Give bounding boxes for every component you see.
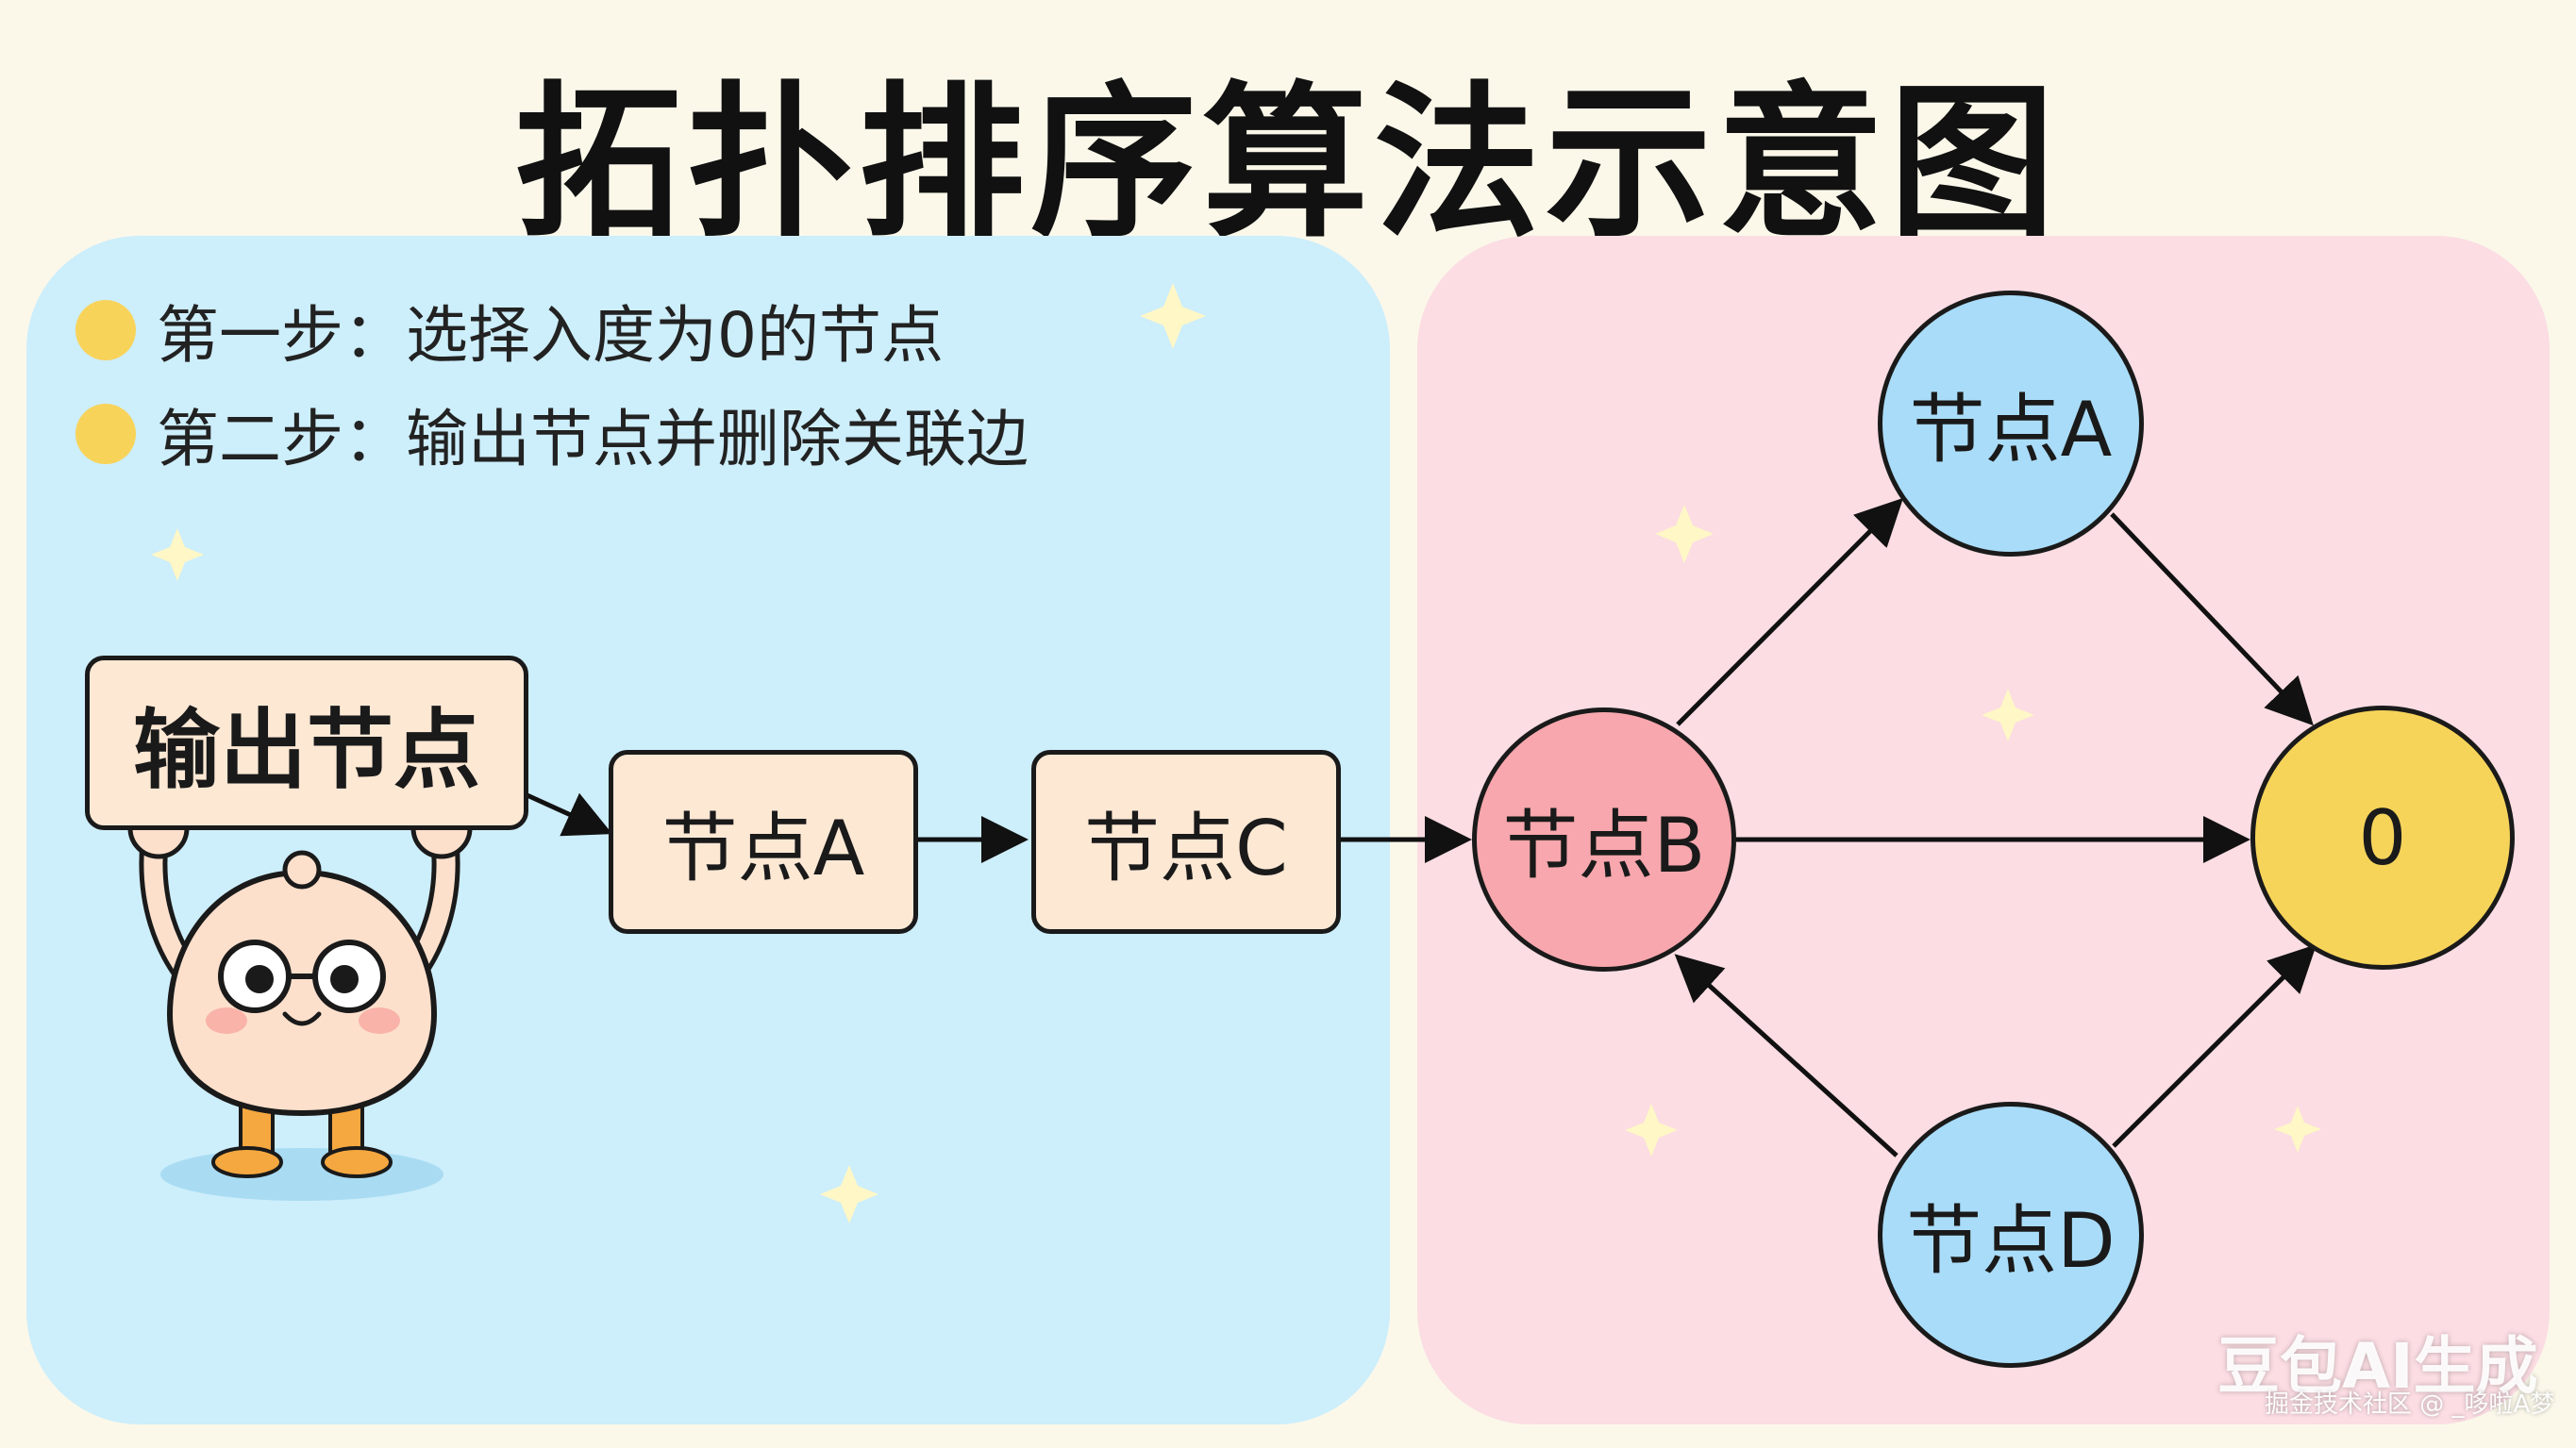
watermark-main: 豆包AI生成 xyxy=(2217,1330,2538,1403)
step-one: 第一步：选择入度为0的节点 xyxy=(75,288,944,373)
watermark-sub: 掘金技术社区 @ _哆啦A梦 xyxy=(2265,1390,2555,1419)
step-two: 第二步：输出节点并删除关联边 xyxy=(75,391,1029,476)
step-one-text: 第一步：选择入度为0的节点 xyxy=(157,299,944,372)
graph-node-a: 节点A xyxy=(1878,291,2144,557)
sparkle-icon xyxy=(1140,283,1206,349)
arrow-b-to-a xyxy=(1676,497,1904,726)
page-title: 拓扑排序算法示意图 xyxy=(514,67,2061,260)
output-node-c: 节点C xyxy=(1031,750,1341,934)
sparkle-icon xyxy=(2274,1106,2321,1153)
mascot-icon xyxy=(127,797,473,1201)
arrow-d-to-zero xyxy=(2112,943,2317,1148)
bullet-dot-icon xyxy=(75,300,136,360)
bullet-dot-icon xyxy=(75,404,136,464)
arrow-sign-to-a xyxy=(519,790,613,837)
mascot-sign: 输出节点 xyxy=(85,656,528,830)
graph-node-zero: 0 xyxy=(2250,706,2515,970)
sparkle-icon xyxy=(820,1165,878,1223)
graph-node-b: 节点B xyxy=(1472,707,1736,972)
sparkle-icon xyxy=(1625,1104,1678,1157)
arrow-d-to-b xyxy=(1674,954,1899,1157)
arrow-a-to-zero xyxy=(2110,512,2314,726)
sparkle-icon xyxy=(1655,505,1714,563)
sparkle-icon xyxy=(151,528,204,581)
output-node-a: 节点A xyxy=(609,750,918,934)
step-two-text: 第二步：输出节点并删除关联边 xyxy=(157,403,1029,475)
sparkle-icons xyxy=(151,283,2321,1223)
graph-node-d: 节点D xyxy=(1878,1102,2144,1368)
sparkle-icon xyxy=(1982,689,2034,741)
